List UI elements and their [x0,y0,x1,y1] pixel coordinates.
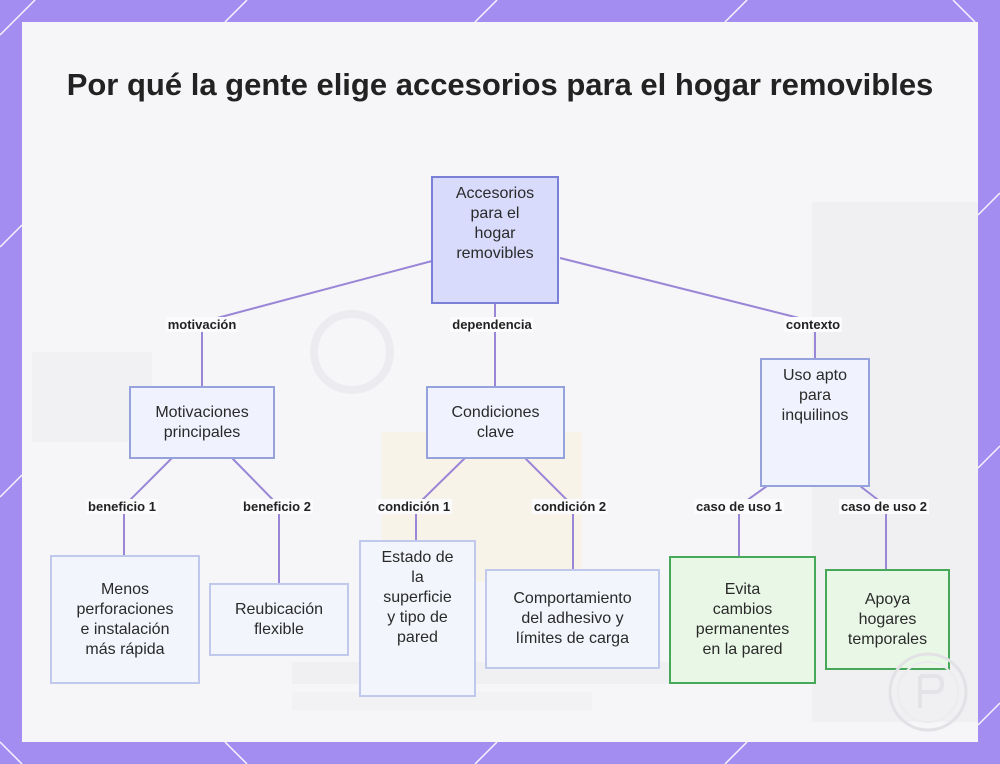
edge-label-benefit-1: beneficio 1 [86,499,158,514]
node-flexible-relocation: Reubicación flexible [209,583,349,656]
edge-label-use-case-2: caso de uso 2 [839,499,929,514]
node-surface-and-wall-type: Estado de la superficie y tipo de pared [359,540,476,697]
node-renter-friendly-use: Uso apto para inquilinos [760,358,870,487]
diagram-card: Por qué la gente elige accesorios para e… [22,22,978,742]
edge-label-dependency: dependencia [450,317,534,332]
node-root-removable-home-accessories: Accesorios para el hogar removibles [431,176,559,304]
page-title: Por qué la gente elige accesorios para e… [66,67,934,102]
brand-logo-icon [888,652,968,732]
node-main-motivations: Motivaciones principales [129,386,275,459]
edge-label-context: contexto [783,317,843,332]
edge-label-benefit-2: beneficio 2 [241,499,313,514]
edge-label-motivation: motivación [165,317,239,332]
node-avoid-permanent-wall-changes: Evita cambios permanentes en la pared [669,556,816,684]
node-adhesive-behavior-load-limits: Comportamiento del adhesivo y límites de… [485,569,660,669]
edge-label-condition-2: condición 2 [531,499,609,514]
node-fewer-holes-faster-install: Menos perforaciones e instalación más rá… [50,555,200,684]
node-key-conditions: Condiciones clave [426,386,565,459]
edge-label-use-case-1: caso de uso 1 [694,499,784,514]
edge-label-condition-1: condición 1 [375,499,453,514]
